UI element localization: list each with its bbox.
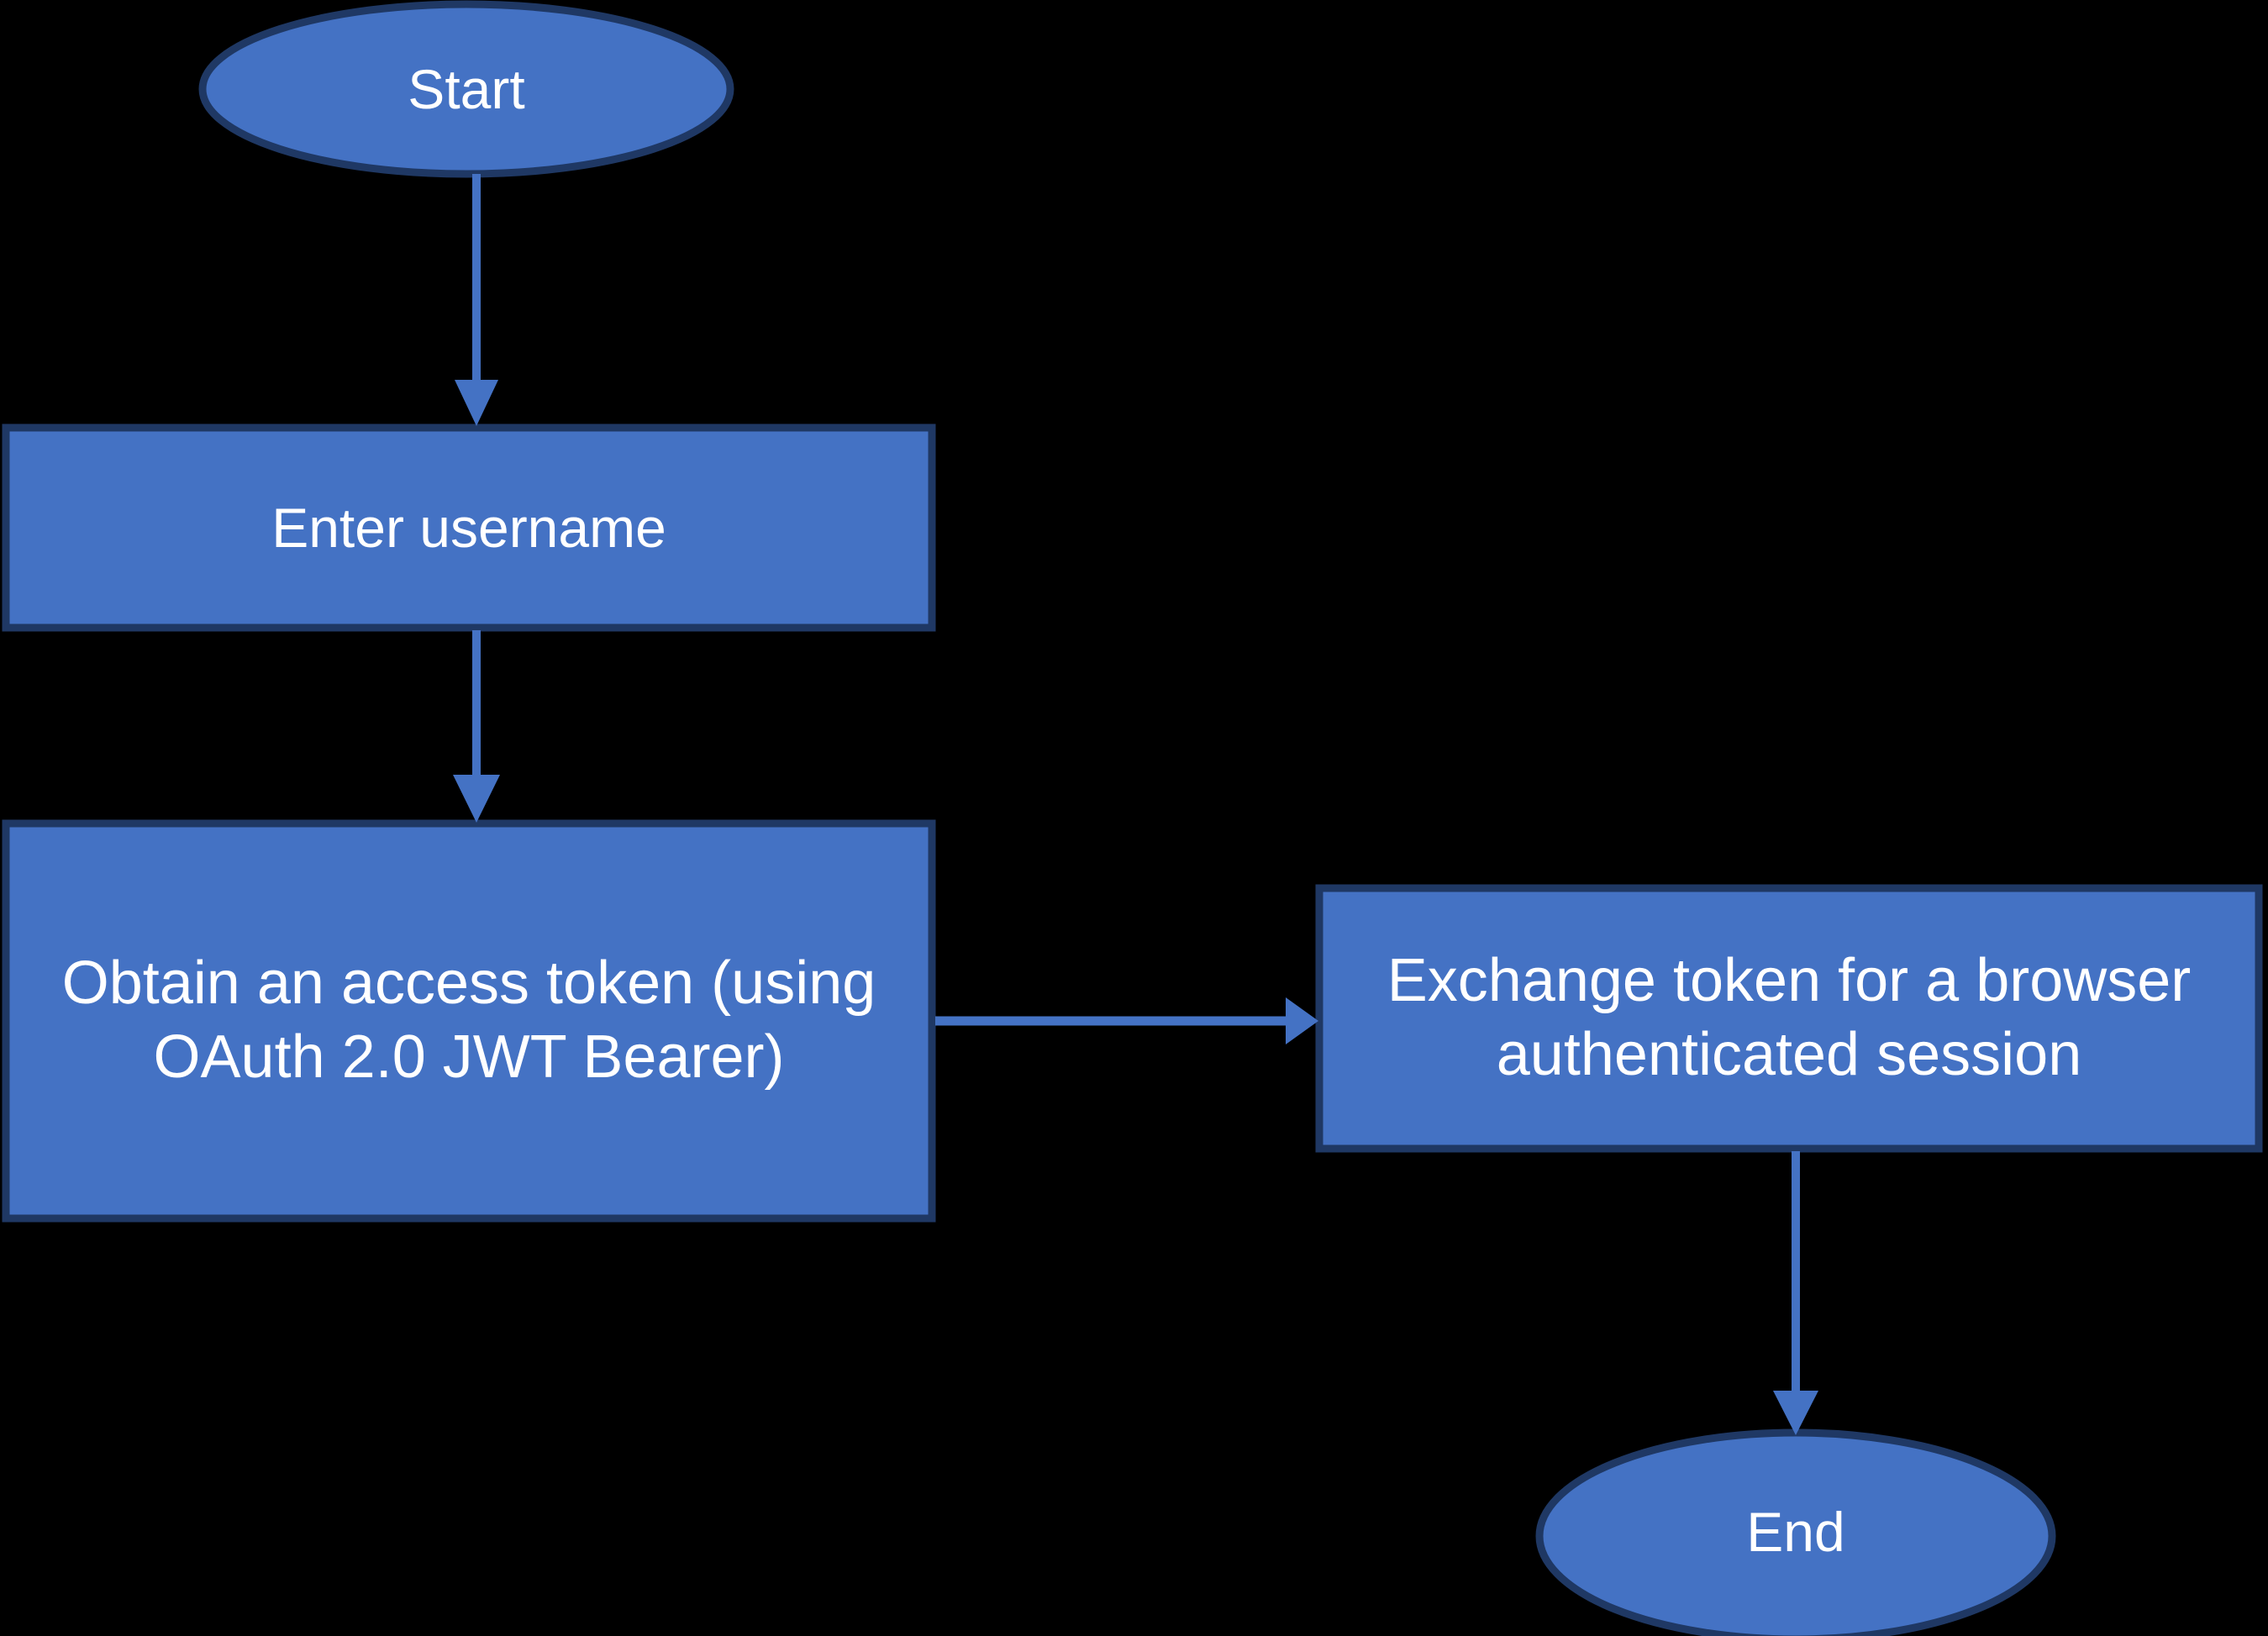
node-end-shape[interactable]: [1535, 1428, 2056, 1636]
edge-start-to-enter-username: [455, 174, 498, 426]
node-start-shape[interactable]: [198, 0, 734, 178]
edge-enter-username-to-obtain-token: [453, 630, 500, 823]
edge-obtain-token-to-exchange-token: [935, 997, 1318, 1044]
node-obtain-token-shape[interactable]: [2, 819, 936, 1223]
node-enter-username-shape[interactable]: [2, 423, 936, 632]
edge-exchange-token-to-end: [1773, 1151, 1818, 1435]
node-exchange-token-shape[interactable]: [1315, 884, 2263, 1153]
